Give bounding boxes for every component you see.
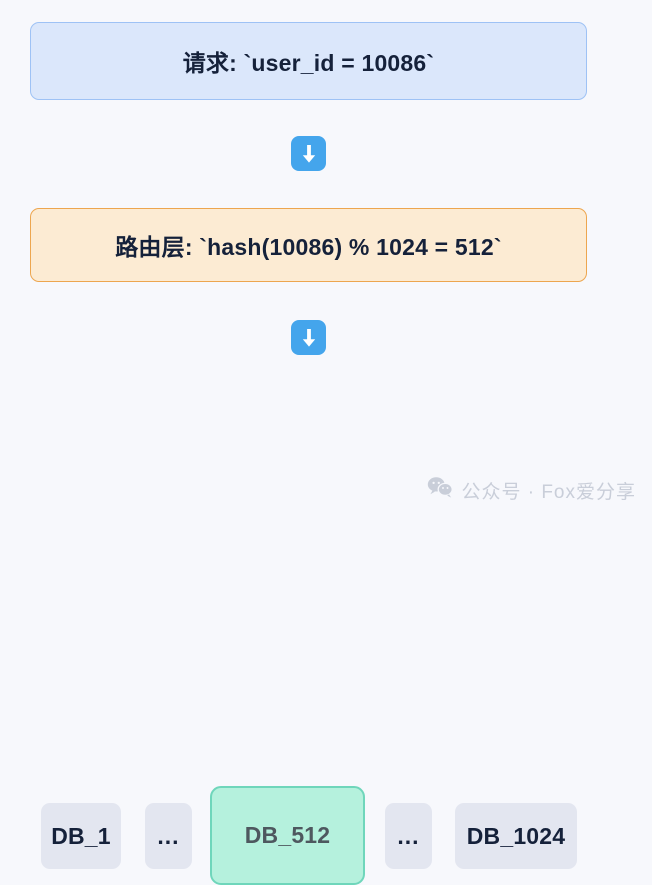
node-request: 请求: `user_id = 10086` [30,22,587,100]
node-db-1: DB_1 [41,803,121,869]
wechat-icon [427,476,454,504]
node-db-ellipsis-left: ... [145,803,192,869]
node-db-1024: DB_1024 [455,803,577,869]
arrow-down-connector-1 [291,136,326,171]
node-db-ellipsis-right: ... [385,803,432,869]
watermark-text: 公众号 · Fox爱分享 [461,481,636,503]
node-router: 路由层: `hash(10086) % 1024 = 512` [30,208,587,282]
sharding-flow-diagram: 请求: `user_id = 10086` 路由层: `hash(10086) … [30,22,636,885]
watermark: 公众号 · Fox爱分享 [427,476,636,504]
arrow-down-icon [299,327,319,349]
node-db-512-highlighted: DB_512 [210,786,365,885]
arrow-down-icon [299,143,319,165]
arrow-down-connector-2 [291,320,326,355]
